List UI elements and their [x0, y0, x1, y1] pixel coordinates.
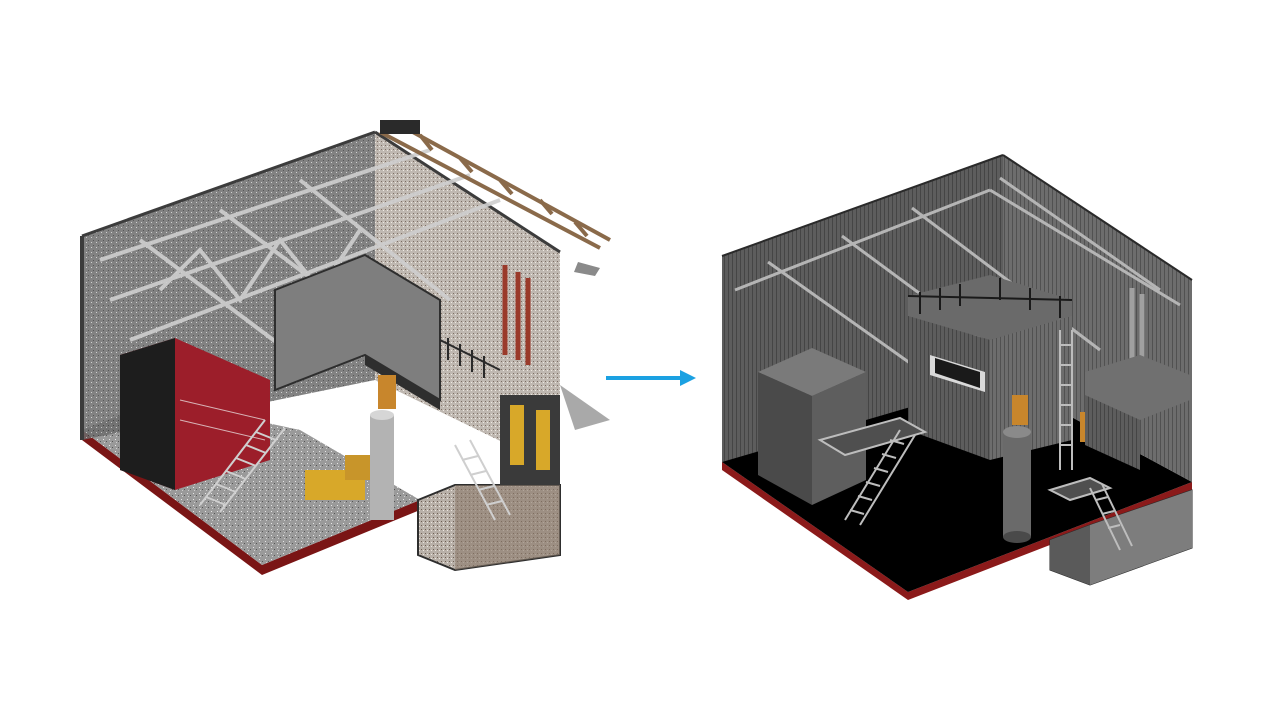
left-stairs — [199, 419, 286, 513]
red-pipes — [502, 265, 531, 365]
right-tank — [1003, 432, 1031, 537]
right-door — [1012, 395, 1028, 425]
right-floor-edge — [722, 462, 1192, 600]
left-door — [378, 375, 396, 409]
left-floor — [82, 430, 420, 575]
right-stairs-main — [817, 416, 928, 526]
right-mezzanine-left — [908, 316, 990, 460]
pipe-rack — [379, 123, 611, 250]
right-mezzanine-right — [990, 316, 1072, 460]
right-box-left — [758, 372, 812, 505]
left-tank — [370, 415, 394, 520]
